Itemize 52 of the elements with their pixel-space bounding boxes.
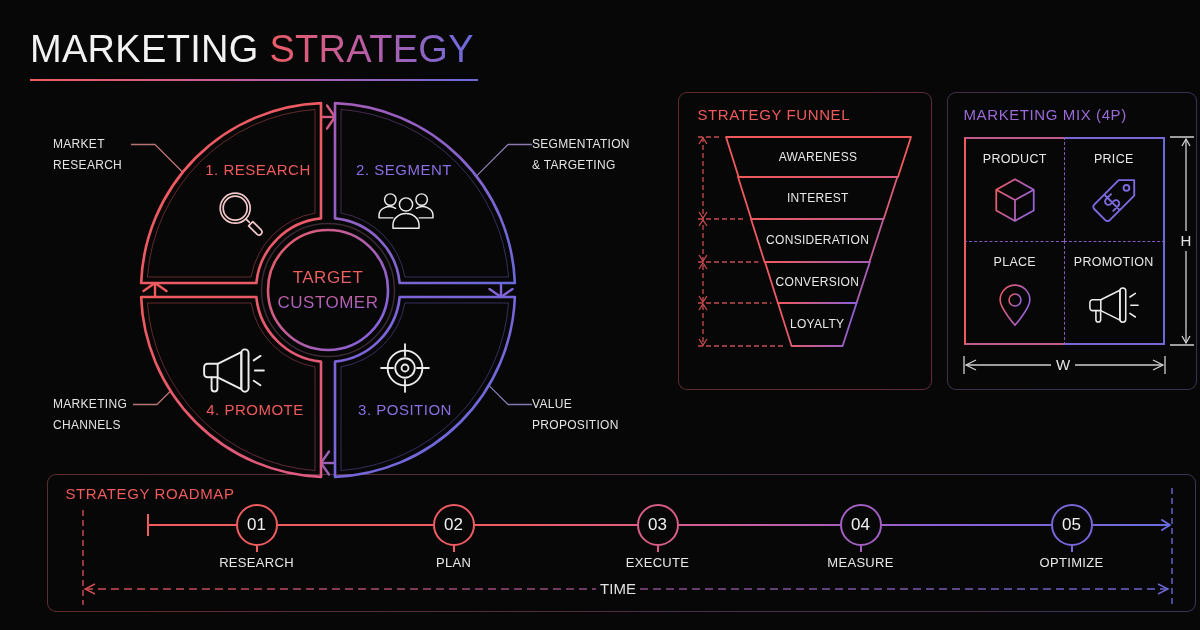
panel xyxy=(947,92,1197,390)
cycle-arrow xyxy=(142,281,168,297)
leader-line xyxy=(130,143,184,173)
funnel-layer: AWARENESS xyxy=(725,136,911,177)
segment-title: 2. SEGMENT xyxy=(356,161,452,179)
timeline-line xyxy=(678,524,841,526)
step-label: OPTIMIZE xyxy=(1039,554,1104,571)
step-label: RESEARCH xyxy=(219,554,294,571)
funnel-layer: LOYALTY xyxy=(777,302,857,346)
timeline-line xyxy=(881,524,1052,526)
step-circle: 01 xyxy=(235,503,278,546)
timeline-line xyxy=(277,524,434,526)
callout-label: MARKETING CHANNELS xyxy=(53,394,133,436)
grid-cell xyxy=(963,136,1064,241)
leader-line xyxy=(475,143,533,177)
step-circle: 02 xyxy=(432,503,475,546)
timeline-line xyxy=(474,524,638,526)
funnel-layer: CONVERSION xyxy=(764,261,870,303)
cell-label: PROMOTION xyxy=(1073,253,1154,270)
callout-label: SEGMENTATION & TARGETING xyxy=(532,134,640,176)
step-circle: 05 xyxy=(1050,503,1093,546)
segment-title: 4. PROMOTE xyxy=(206,401,304,419)
leader-line xyxy=(132,390,172,406)
grid-cell xyxy=(1064,136,1165,241)
cell-label: PRODUCT xyxy=(982,150,1047,167)
callout-label: VALUE PROPOSITION xyxy=(532,394,630,436)
panel-heading: MARKETING MIX (4P) xyxy=(963,105,1127,124)
cell-label: PRICE xyxy=(1093,150,1134,167)
center-circle xyxy=(260,222,396,358)
leader-line xyxy=(488,384,533,406)
cycle-arrow xyxy=(319,450,335,476)
step-circle: 04 xyxy=(839,503,882,546)
step-label: EXECUTE xyxy=(625,554,690,571)
grid-cell xyxy=(963,240,1064,345)
funnel-layer: CONSIDERATION xyxy=(751,218,884,262)
segment-title: 3. POSITION xyxy=(358,401,452,419)
funnel-layer: INTEREST xyxy=(738,176,898,219)
timeline-line xyxy=(147,513,237,537)
panel xyxy=(678,92,932,390)
panel xyxy=(47,474,1196,612)
callout-label: MARKET RESEARCH xyxy=(53,134,131,176)
timeline-arrow xyxy=(1092,519,1171,531)
panel-heading: STRATEGY FUNNEL xyxy=(697,105,851,124)
segment-title: 1. RESEARCH xyxy=(205,161,311,179)
grid-cell xyxy=(1064,240,1165,345)
panel-heading: STRATEGY ROADMAP xyxy=(65,484,235,503)
step-label: PLAN xyxy=(435,554,472,571)
step-circle: 03 xyxy=(636,503,679,546)
cell-label: PLACE xyxy=(993,253,1036,270)
cycle-arrow xyxy=(488,283,514,299)
cycle-arrow xyxy=(321,104,337,130)
step-label: MEASURE xyxy=(827,554,894,571)
